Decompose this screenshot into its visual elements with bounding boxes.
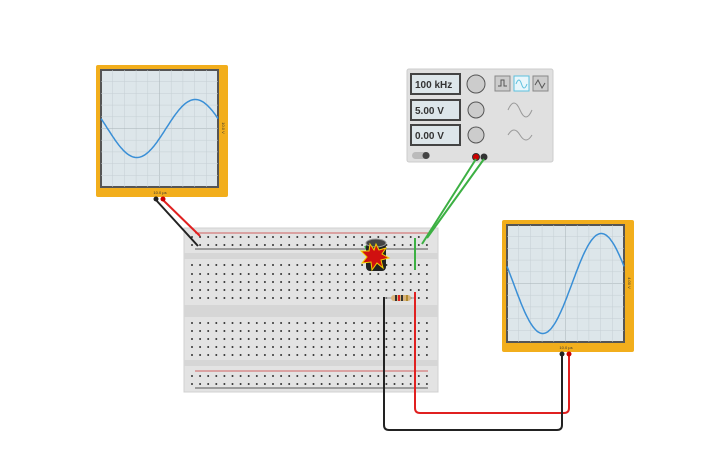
oscilloscope-1[interactable]: 10.0 µs 10.0 V (96, 65, 228, 202)
sine-icon (515, 79, 528, 89)
square-wave-button[interactable] (494, 75, 511, 92)
scope2-black-wire (383, 297, 563, 431)
scope2-red-wire (414, 292, 570, 414)
scope1-volts-label: 10.0 V (221, 122, 226, 134)
wire-green-1 (421, 158, 477, 245)
triangle-wave-button[interactable] (532, 75, 549, 92)
amplitude-icon (507, 102, 533, 118)
scope1-black-wire (155, 199, 199, 247)
breadboard[interactable] (183, 227, 439, 393)
scope2-volts-label: 4.00 V (627, 277, 632, 289)
scope2-black-probe[interactable] (559, 351, 565, 357)
scope2-trace (506, 232, 625, 335)
frequency-display[interactable]: 100 kHz (410, 73, 461, 95)
sine-wave-button[interactable] (513, 75, 530, 92)
amplitude-value: 5.00 V (415, 106, 444, 117)
negative-terminal[interactable] (480, 153, 488, 161)
scope2-red-probe[interactable] (566, 351, 572, 357)
scope2-time-label: 10.0 µs (559, 345, 572, 350)
offset-knob[interactable] (467, 126, 485, 144)
explosion-icon (359, 242, 391, 272)
frequency-knob[interactable] (466, 74, 486, 94)
scope1-time-label: 10.0 µs (153, 190, 166, 195)
triangle-icon (534, 78, 546, 90)
amplitude-display[interactable]: 5.00 V (410, 99, 461, 121)
function-generator[interactable]: 100 kHz 5.00 V 0.00 V (406, 68, 554, 163)
scope1-black-probe[interactable] (153, 196, 159, 202)
resistor[interactable] (386, 295, 414, 301)
offset-icon (507, 129, 533, 141)
scope1-red-probe[interactable] (160, 196, 166, 202)
capacitor-exploded[interactable] (359, 238, 391, 272)
offset-value: 0.00 V (415, 131, 444, 142)
wire-green-2 (426, 158, 485, 239)
amplitude-knob[interactable] (467, 101, 485, 119)
oscilloscope-2[interactable]: 10.0 µs 4.00 V (502, 220, 634, 357)
scope1-trace (100, 98, 219, 159)
frequency-value: 100 kHz (415, 80, 452, 91)
offset-display[interactable]: 0.00 V (410, 124, 461, 146)
square-icon (498, 79, 507, 87)
scope1-red-wire (162, 199, 201, 237)
